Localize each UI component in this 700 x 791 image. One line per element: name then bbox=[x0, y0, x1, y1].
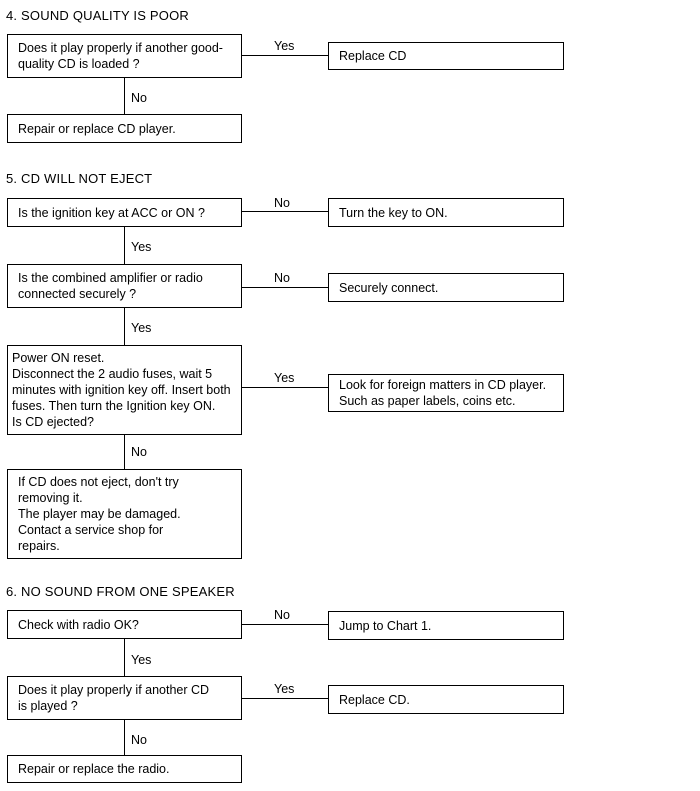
s6-no1-label: No bbox=[274, 608, 290, 622]
s5-no3-connector bbox=[124, 435, 125, 469]
s5-no1-connector bbox=[242, 211, 328, 212]
s5-ignition-question-box: Is the ignition key at ACC or ON ? bbox=[7, 198, 242, 227]
s5-yes3-label: Yes bbox=[274, 371, 295, 385]
s6-yes1-connector bbox=[124, 639, 125, 676]
s6-yes1-label: Yes bbox=[131, 653, 152, 667]
s4-replace-cd-box: Replace CD bbox=[328, 42, 564, 70]
s5-securely-connect-box: Securely connect. bbox=[328, 273, 564, 302]
s5-yes3-connector bbox=[242, 387, 328, 388]
s5-no2-label: No bbox=[274, 271, 290, 285]
s6-no2-label: No bbox=[131, 733, 147, 747]
s5-yes2-label: Yes bbox=[131, 321, 152, 335]
section-5-title: 5. CD WILL NOT EJECT bbox=[6, 171, 153, 186]
s5-no1-label: No bbox=[274, 196, 290, 210]
s4-question-box: Does it play properly if another good- q… bbox=[7, 34, 242, 78]
s5-no3-label: No bbox=[131, 445, 147, 459]
s6-replace-cd-box: Replace CD. bbox=[328, 685, 564, 714]
s5-power-reset-box: Power ON reset. Disconnect the 2 audio f… bbox=[7, 345, 242, 435]
section-4-title: 4. SOUND QUALITY IS POOR bbox=[6, 8, 189, 23]
s6-no2-connector bbox=[124, 720, 125, 755]
s6-no1-connector bbox=[242, 624, 328, 625]
s6-another-cd-question-box: Does it play properly if another CD is p… bbox=[7, 676, 242, 720]
s5-yes1-connector bbox=[124, 227, 125, 264]
s6-yes2-label: Yes bbox=[274, 682, 295, 696]
s6-repair-radio-box: Repair or replace the radio. bbox=[7, 755, 242, 783]
s5-do-not-remove-box: If CD does not eject, don't try removing… bbox=[7, 469, 242, 559]
s4-yes-label: Yes bbox=[274, 39, 295, 53]
s5-yes2-connector bbox=[124, 308, 125, 345]
s5-turn-key-box: Turn the key to ON. bbox=[328, 198, 564, 227]
s5-no2-connector bbox=[242, 287, 328, 288]
s4-yes-connector bbox=[242, 55, 328, 56]
s5-yes1-label: Yes bbox=[131, 240, 152, 254]
s4-no-label: No bbox=[131, 91, 147, 105]
s6-yes2-connector bbox=[242, 698, 328, 699]
s6-jump-chart-box: Jump to Chart 1. bbox=[328, 611, 564, 640]
s4-no-connector bbox=[124, 78, 125, 114]
section-6-title: 6. NO SOUND FROM ONE SPEAKER bbox=[6, 584, 235, 599]
s5-amplifier-question-box: Is the combined amplifier or radio conne… bbox=[7, 264, 242, 308]
s6-check-radio-box: Check with radio OK? bbox=[7, 610, 242, 639]
s4-repair-box: Repair or replace CD player. bbox=[7, 114, 242, 143]
s5-foreign-matters-box: Look for foreign matters in CD player. S… bbox=[328, 374, 564, 412]
